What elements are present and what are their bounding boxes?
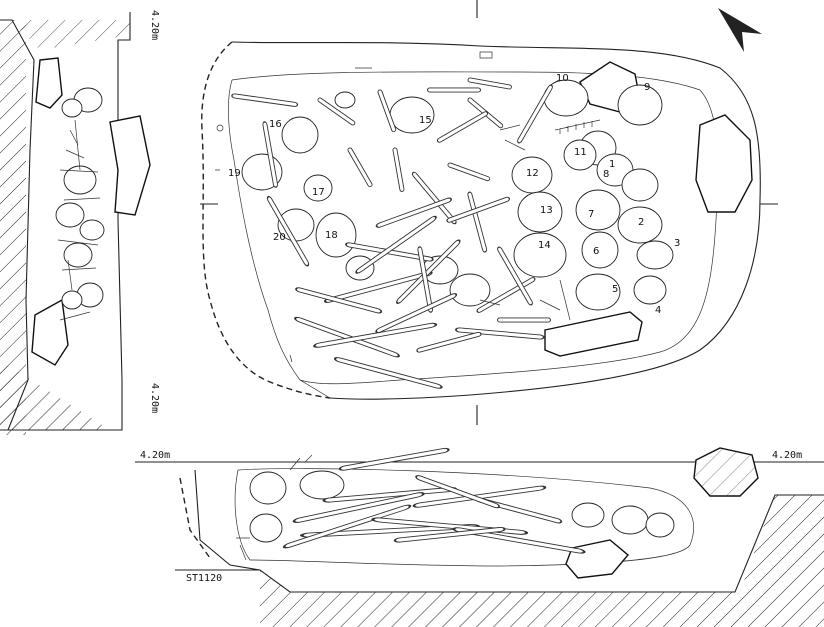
individual-number: 2 xyxy=(638,217,644,228)
individual-number: 19 xyxy=(228,168,241,179)
elevation-label-left-top: 4.20m xyxy=(149,10,160,40)
stone xyxy=(695,114,753,213)
plan-skulls xyxy=(241,79,674,311)
individual-number: 4 xyxy=(655,305,661,316)
individual-number: 3 xyxy=(674,238,680,249)
individual-number: 8 xyxy=(603,169,609,180)
individual-number: 17 xyxy=(312,187,325,198)
individual-number: 13 xyxy=(540,205,553,216)
elevation-label-bottom-right: 4.20m xyxy=(772,450,802,461)
elevation-label-left-bottom: 4.20m xyxy=(149,383,160,413)
feature-id-label: ST1120 xyxy=(186,573,222,584)
individual-number: 7 xyxy=(588,209,594,220)
individual-number: 16 xyxy=(269,119,282,130)
individual-number: 15 xyxy=(419,115,432,126)
individual-number: 20 xyxy=(273,232,286,243)
individual-number: 9 xyxy=(644,82,650,93)
plan-view: 1 2 3 4 5 6 7 8 9 10 11 12 13 14 15 16 1… xyxy=(200,0,778,425)
plan-small-bones xyxy=(215,51,601,363)
individual-number: 1 xyxy=(609,159,615,170)
individual-number: 18 xyxy=(325,230,338,241)
bottom-section-profile: 4.20m 4.20m xyxy=(135,448,824,627)
pit-edge-dashed xyxy=(201,41,331,399)
stone xyxy=(109,115,151,216)
bottom-section-bones xyxy=(236,451,675,561)
stone xyxy=(31,298,69,366)
individual-number: 5 xyxy=(612,284,618,295)
elevation-label-bottom-left: 4.20m xyxy=(140,450,170,461)
individual-number: 6 xyxy=(593,246,599,257)
individual-number: 12 xyxy=(526,168,539,179)
north-arrow-icon xyxy=(718,8,762,52)
stone xyxy=(544,311,643,357)
individual-numbers: 1 2 3 4 5 6 7 8 9 10 11 12 13 14 15 16 1… xyxy=(228,73,680,316)
individual-number: 10 xyxy=(556,73,569,84)
left-section-profile: 4.20m 4.20m xyxy=(0,10,160,435)
stone xyxy=(565,539,629,579)
individual-number: 11 xyxy=(574,147,587,158)
left-section-bones xyxy=(55,87,105,321)
stone xyxy=(35,57,63,109)
individual-number: 14 xyxy=(538,240,551,251)
